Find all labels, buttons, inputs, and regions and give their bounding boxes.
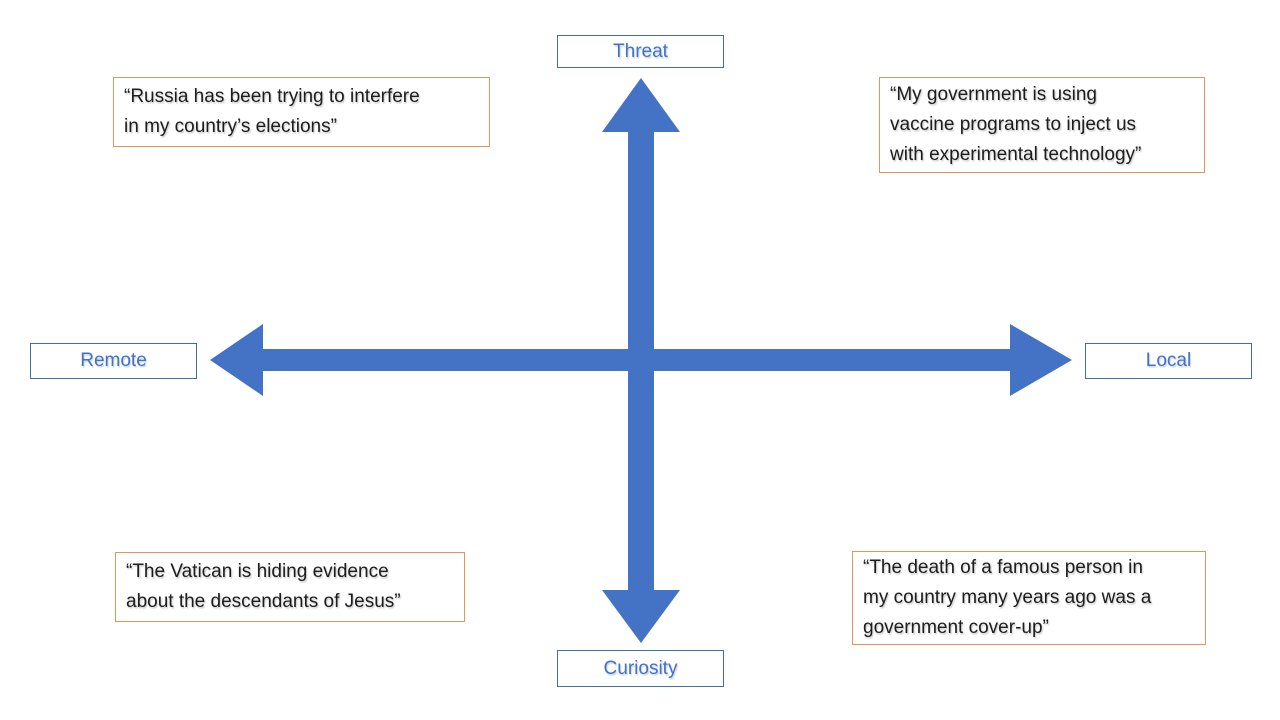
axis-label-curiosity: Curiosity bbox=[557, 650, 724, 687]
axis-label-threat-text: Threat bbox=[613, 40, 668, 62]
axis-label-remote: Remote bbox=[30, 343, 197, 379]
axis-label-threat: Threat bbox=[557, 35, 724, 68]
quote-bottom-right-text: “The death of a famous person in my coun… bbox=[863, 557, 1152, 638]
axis-label-local: Local bbox=[1085, 343, 1252, 379]
horizontal-axis-arrow bbox=[210, 324, 1072, 396]
quote-box-bottom-left: “The Vatican is hiding evidence about th… bbox=[115, 552, 465, 622]
axis-label-remote-text: Remote bbox=[80, 350, 147, 371]
quote-top-right-text: “My government is using vaccine programs… bbox=[890, 84, 1142, 165]
axis-label-curiosity-text: Curiosity bbox=[603, 657, 678, 679]
quote-box-top-left: “Russia has been trying to interfere in … bbox=[113, 77, 490, 147]
quote-bottom-left-text: “The Vatican is hiding evidence about th… bbox=[126, 561, 401, 612]
vertical-axis-arrow bbox=[602, 78, 680, 643]
axis-label-local-text: Local bbox=[1145, 350, 1192, 371]
quote-top-left-text: “Russia has been trying to interfere in … bbox=[124, 86, 420, 137]
quote-box-top-right: “My government is using vaccine programs… bbox=[879, 77, 1205, 173]
quote-box-bottom-right: “The death of a famous person in my coun… bbox=[852, 551, 1206, 645]
